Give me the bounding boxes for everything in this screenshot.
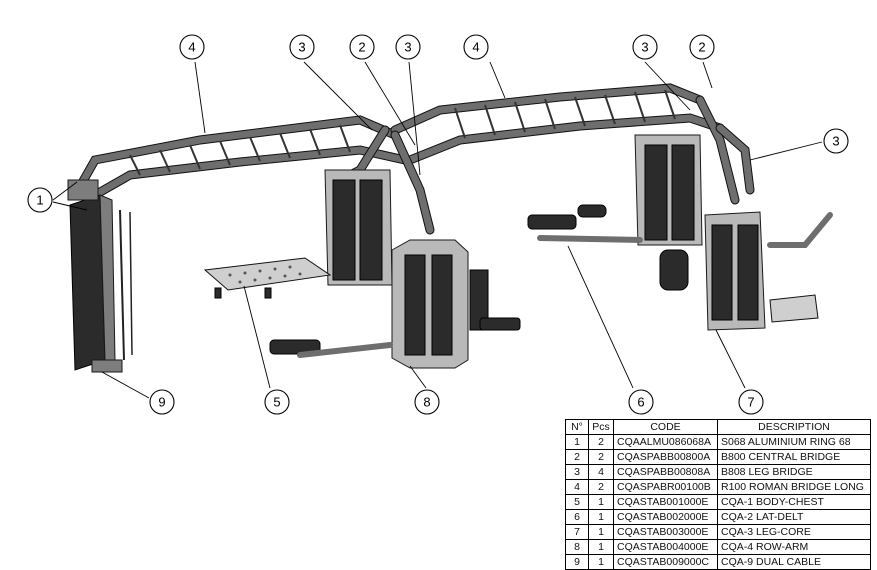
- bom-header-pcs: Pcs: [588, 419, 614, 435]
- callout-3-b-label: 3: [404, 40, 411, 55]
- bom-cell-code: CQASPABB00808A: [613, 464, 718, 480]
- bom-cell-description: CQA-9 DUAL CABLE: [717, 554, 871, 570]
- bom-cell-code: CQASTAB001000E: [613, 494, 718, 510]
- callout-1-label: 1: [36, 193, 43, 208]
- bill-of-materials-table: N° Pcs CODE DESCRIPTION 1 2 CQAALMU08606…: [565, 419, 871, 570]
- table-row: 5 1 CQASTAB001000E CQA-1 BODY-CHEST: [565, 494, 871, 510]
- bom-cell-code: CQASTAB004000E: [613, 539, 718, 555]
- bom-cell-description: R100 ROMAN BRIDGE LONG: [717, 479, 871, 495]
- bom-cell-number: 9: [565, 554, 589, 570]
- callout-2-left: 2: [349, 34, 375, 60]
- bom-cell-code: CQAALMU086068A: [613, 434, 718, 450]
- callout-7: 7: [738, 389, 764, 415]
- lat-delt-station: [527, 134, 703, 246]
- bom-cell-pcs: 2: [588, 449, 614, 465]
- bom-cell-code: CQASPABB00800A: [613, 449, 718, 465]
- bom-cell-number: 1: [565, 434, 589, 450]
- bom-cell-pcs: 1: [588, 509, 614, 525]
- bom-cell-pcs: 1: [588, 539, 614, 555]
- bom-header-code: CODE: [613, 419, 718, 435]
- callout-1: 1: [27, 187, 53, 213]
- leg-core-station: [659, 211, 833, 331]
- callout-2-right: 2: [689, 34, 715, 60]
- bom-cell-number: 6: [565, 509, 589, 525]
- table-row: 6 1 CQASTAB002000E CQA-2 LAT-DELT: [565, 509, 871, 525]
- bom-cell-description: CQA-1 BODY-CHEST: [717, 494, 871, 510]
- table-row: 4 2 CQASPABR00100B R100 ROMAN BRIDGE LON…: [565, 479, 871, 495]
- bom-cell-description: B808 LEG BRIDGE: [717, 464, 871, 480]
- callout-3-a-label: 3: [298, 40, 305, 55]
- bom-cell-description: S068 ALUMINIUM RING 68: [717, 434, 871, 450]
- bom-header-number: N°: [565, 419, 589, 435]
- bom-cell-number: 3: [565, 464, 589, 480]
- bom-cell-pcs: 4: [588, 464, 614, 480]
- table-row: 9 1 CQASTAB009000C CQA-9 DUAL CABLE: [565, 554, 871, 570]
- bom-cell-code: CQASTAB009000C: [613, 554, 718, 570]
- callout-9: 9: [149, 389, 175, 415]
- bom-cell-pcs: 1: [588, 554, 614, 570]
- bom-cell-description: CQA-3 LEG-CORE: [717, 524, 871, 540]
- bom-cell-description: CQA-4 ROW-ARM: [717, 539, 871, 555]
- callout-3-c-label: 3: [641, 40, 648, 55]
- callout-7-label: 7: [747, 395, 754, 410]
- leader-lines: [52, 61, 823, 399]
- bom-cell-number: 7: [565, 524, 589, 540]
- callout-5-label: 5: [273, 395, 280, 410]
- bom-cell-number: 2: [565, 449, 589, 465]
- table-row: 8 1 CQASTAB004000E CQA-4 ROW-ARM: [565, 539, 871, 555]
- bom-header-description: DESCRIPTION: [717, 419, 871, 435]
- callout-8-label: 8: [423, 395, 430, 410]
- callout-3-d: 3: [823, 128, 849, 154]
- body-chest-bench: [203, 257, 332, 299]
- bom-cell-number: 8: [565, 539, 589, 555]
- bom-cell-code: CQASTAB003000E: [613, 524, 718, 540]
- callout-6-label: 6: [637, 395, 644, 410]
- bom-cell-code: CQASTAB002000E: [613, 509, 718, 525]
- callout-4-right: 4: [463, 34, 489, 60]
- bom-cell-number: 5: [565, 494, 589, 510]
- table-row: 7 1 CQASTAB003000E CQA-3 LEG-CORE: [565, 524, 871, 540]
- dual-cable-station: [67, 179, 133, 373]
- weight-stack-left: [324, 169, 393, 286]
- callout-3-b: 3: [395, 34, 421, 60]
- callout-9-label: 9: [158, 395, 165, 410]
- bom-cell-code: CQASPABR00100B: [613, 479, 718, 495]
- bom-cell-pcs: 1: [588, 524, 614, 540]
- callout-2-left-label: 2: [358, 40, 365, 55]
- callout-5: 5: [264, 389, 290, 415]
- callout-2-right-label: 2: [698, 40, 705, 55]
- callout-4-left: 4: [179, 34, 205, 60]
- bom-cell-number: 4: [565, 479, 589, 495]
- callout-6: 6: [628, 389, 654, 415]
- bom-cell-pcs: 1: [588, 494, 614, 510]
- right-overhead-bridge: [390, 83, 725, 165]
- callout-3-a: 3: [289, 34, 315, 60]
- bom-cell-description: B800 CENTRAL BRIDGE: [717, 449, 871, 465]
- callout-3-c: 3: [632, 34, 658, 60]
- table-row: 3 4 CQASPABB00808A B808 LEG BRIDGE: [565, 464, 871, 480]
- bom-cell-description: CQA-2 LAT-DELT: [717, 509, 871, 525]
- callout-4-right-label: 4: [472, 40, 479, 55]
- row-arm-station: [269, 239, 521, 369]
- bom-header-row: N° Pcs CODE DESCRIPTION: [565, 419, 871, 435]
- bom-cell-pcs: 2: [588, 479, 614, 495]
- callout-4-left-label: 4: [188, 40, 195, 55]
- callout-3-d-label: 3: [832, 134, 839, 149]
- bom-cell-pcs: 2: [588, 434, 614, 450]
- callout-8: 8: [414, 389, 440, 415]
- table-row: 1 2 CQAALMU086068A S068 ALUMINIUM RING 6…: [565, 434, 871, 450]
- table-row: 2 2 CQASPABB00800A B800 CENTRAL BRIDGE: [565, 449, 871, 465]
